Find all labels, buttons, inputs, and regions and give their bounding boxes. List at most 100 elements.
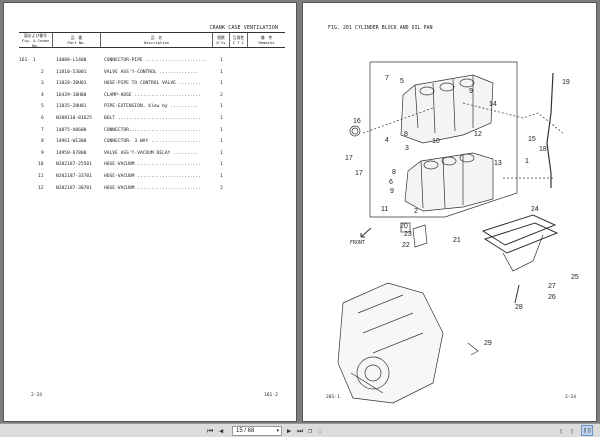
header-itc-en: I T C: [232, 40, 245, 45]
header-remarks-en: Remarks: [258, 40, 275, 45]
cell-part: 16439-10H00: [56, 92, 87, 98]
cell-desc: CONNECTOR- 3 WAY ..................: [104, 139, 201, 145]
cell-part: 14075-A0600: [56, 127, 87, 133]
cell-qty: 1: [220, 69, 223, 75]
header-desc-jp: 品 名: [150, 35, 163, 40]
cell-part: NJ02187-33701: [56, 174, 92, 179]
header-part-jp: 品 番: [70, 35, 83, 40]
header-remarks-jp: 備 考: [260, 35, 273, 40]
next-page-button[interactable]: ▶: [287, 427, 292, 435]
header-index-jp: 図および番号: [24, 32, 47, 38]
callout-number: 20: [400, 223, 408, 230]
continuous-view-button[interactable]: ▯: [570, 427, 575, 435]
callout-number: 21: [453, 237, 461, 244]
cell-qty: 2: [220, 185, 223, 191]
cell-index: 11: [38, 174, 44, 179]
callout-number: 26: [548, 294, 556, 301]
callout-number: 11: [381, 206, 389, 213]
cell-desc: HOSE-VACUUM .......................: [104, 162, 201, 168]
cell-desc: VALVE ASS'Y-VACUUM DELAY .........: [104, 150, 199, 156]
callout-number: 14: [489, 101, 497, 108]
cell-part: 14958-67800: [56, 150, 87, 156]
cell-part: 11828-20H01: [56, 81, 87, 87]
cell-part: NJ02187-25501: [56, 162, 92, 168]
cell-qty: 1: [220, 139, 223, 145]
header-qty-en: Q'ty: [216, 40, 226, 45]
page-number-input[interactable]: 15 / 68▾: [232, 426, 282, 436]
cell-part: 14961-W1300: [56, 139, 87, 145]
cell-qty: 1: [220, 81, 223, 87]
front-label: FRONT: [350, 241, 365, 246]
cell-desc: CONNECTOR..........................: [104, 127, 201, 133]
figure-title: FIG. 201 CYLINDER BLOCK AND OIL PAN: [328, 26, 433, 31]
cell-desc: CONNECTOR-PIPE ......................: [104, 58, 207, 63]
engine-assembly: [337, 282, 479, 404]
callout-number: 18: [539, 146, 547, 153]
table-row: 4 16439-10H00 CLAMP-HOSE .................…: [4, 93, 298, 103]
callout-number: 4: [385, 137, 389, 144]
last-page-button[interactable]: ⏭: [297, 427, 304, 435]
callout-number: 8: [404, 131, 408, 138]
cell-part: 11810-53001: [56, 69, 87, 75]
cell-index: 10: [38, 162, 44, 168]
callout-number: 24: [531, 206, 539, 213]
page-indicator: 15 / 68: [236, 428, 255, 434]
callout-number: 13: [494, 160, 502, 167]
footer-right: 161-2: [264, 393, 278, 398]
single-page-view-button[interactable]: ▯: [559, 427, 564, 435]
callout-number: 15: [528, 136, 536, 143]
cell-qty: 1: [220, 162, 223, 168]
footer-left: 201-1: [326, 395, 340, 400]
cell-index: 5: [41, 104, 44, 110]
callout-number: 23: [404, 231, 412, 238]
callout-number: 28: [515, 304, 523, 311]
cell-index: 7: [41, 127, 44, 133]
prev-page-button[interactable]: ◀: [219, 427, 224, 435]
callout-number: 10: [432, 138, 440, 145]
callout-number: 12: [474, 131, 482, 138]
cell-index: 2: [41, 69, 44, 75]
callout-number: 3: [405, 145, 409, 152]
table-row: 9 14958-67800 VALVE ASS'Y-VACUUM DELAY ...…: [4, 151, 298, 161]
first-page-button[interactable]: ⏮: [207, 427, 214, 435]
two-page-view-button[interactable]: ▯▯: [581, 425, 594, 436]
cell-qty: 1: [220, 127, 223, 133]
cell-index: 4: [41, 92, 44, 98]
cell-part: NJ02187-30701: [56, 185, 92, 191]
cell-part: 14008-L1400: [56, 58, 87, 63]
table-row: 161- 1 14008-L1400 CONNECTOR-PIPE ........…: [4, 58, 298, 68]
callout-number: 8: [392, 169, 396, 176]
callout-number: 25: [571, 274, 579, 281]
callout-number: 16: [353, 118, 361, 125]
cell-index: 3: [41, 81, 44, 87]
callout-number: 27: [548, 283, 556, 290]
cell-desc: CLAMP-HOSE ........................: [104, 92, 201, 98]
cell-qty: 1: [220, 150, 223, 156]
callout-number: 9: [390, 188, 394, 195]
footer-right: 2-24: [565, 395, 577, 400]
footer-left: 2-24: [31, 393, 43, 398]
callout-number: 17: [345, 155, 353, 162]
callout-number: 2: [414, 208, 418, 215]
callout-number: 17: [355, 170, 363, 177]
callout-number: 22: [402, 242, 410, 249]
cell-qty: 2: [220, 92, 223, 98]
cell-index: 9: [41, 150, 44, 156]
cell-qty: 1: [220, 174, 223, 179]
select-icon[interactable]: ❏: [318, 427, 323, 435]
header-part-en: Part No.: [67, 40, 86, 45]
cell-index: 161- 1: [19, 58, 36, 63]
header-itc-jp: 互換性: [232, 35, 245, 40]
callout-number: 7: [385, 75, 389, 82]
cell-part: 11835-20H01: [56, 104, 87, 110]
callout-number: 29: [484, 340, 492, 347]
copy-icon[interactable]: ❐: [308, 427, 313, 435]
cell-desc: HOSE-PIPE TO CONTROL VALVE ........: [104, 81, 201, 87]
cell-desc: HOSE-VACUUM .......................: [104, 174, 201, 179]
cell-desc: BOLT ..............................: [104, 116, 201, 121]
